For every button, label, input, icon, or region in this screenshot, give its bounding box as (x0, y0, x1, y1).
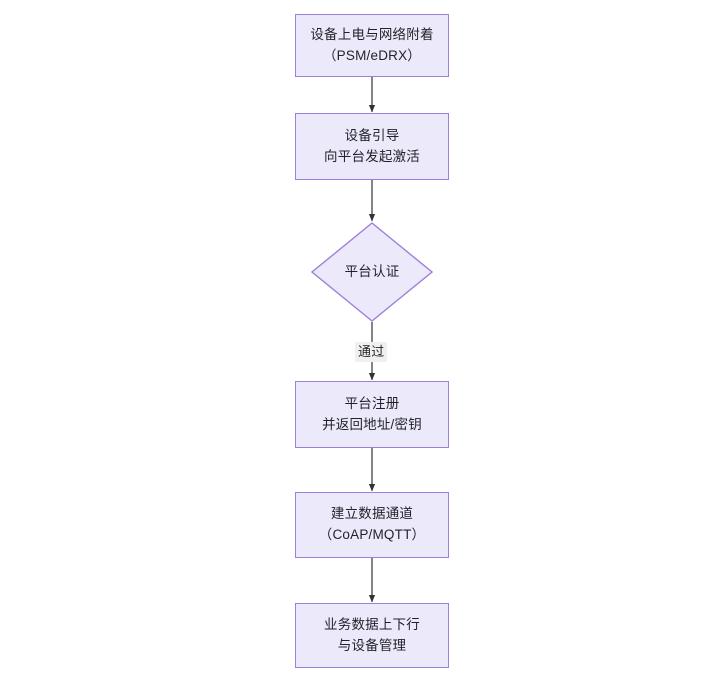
node-device-bootstrap[interactable]: 设备引导 向平台发起激活 (295, 113, 449, 180)
node-line: 业务数据上下行 (324, 616, 420, 632)
node-platform-register[interactable]: 平台注册 并返回地址/密钥 (295, 381, 449, 448)
node-line: 向平台发起激活 (324, 148, 420, 164)
node-line: （CoAP/MQTT） (318, 527, 426, 542)
node-business-data-and-device-management[interactable]: 业务数据上下行 与设备管理 (295, 603, 449, 668)
node-line: 与设备管理 (337, 637, 407, 653)
node-line: 设备上电与网络附着 (310, 26, 434, 42)
diamond-shape (311, 222, 433, 322)
node-line: 设备引导 (344, 127, 400, 143)
node-line: 建立数据通道 (330, 506, 414, 522)
node-platform-auth-decision[interactable]: 平台认证 (311, 222, 433, 322)
node-establish-data-channel[interactable]: 建立数据通道 （CoAP/MQTT） (295, 492, 449, 558)
node-line: 平台认证 (344, 263, 400, 279)
edge-label-pass: 通过 (355, 342, 388, 363)
node-line: 平台注册 (344, 395, 400, 411)
node-line: 并返回地址/密钥 (322, 416, 422, 432)
node-device-power-on[interactable]: 设备上电与网络附着 （PSM/eDRX） (295, 14, 449, 77)
node-line: （PSM/eDRX） (322, 47, 422, 63)
